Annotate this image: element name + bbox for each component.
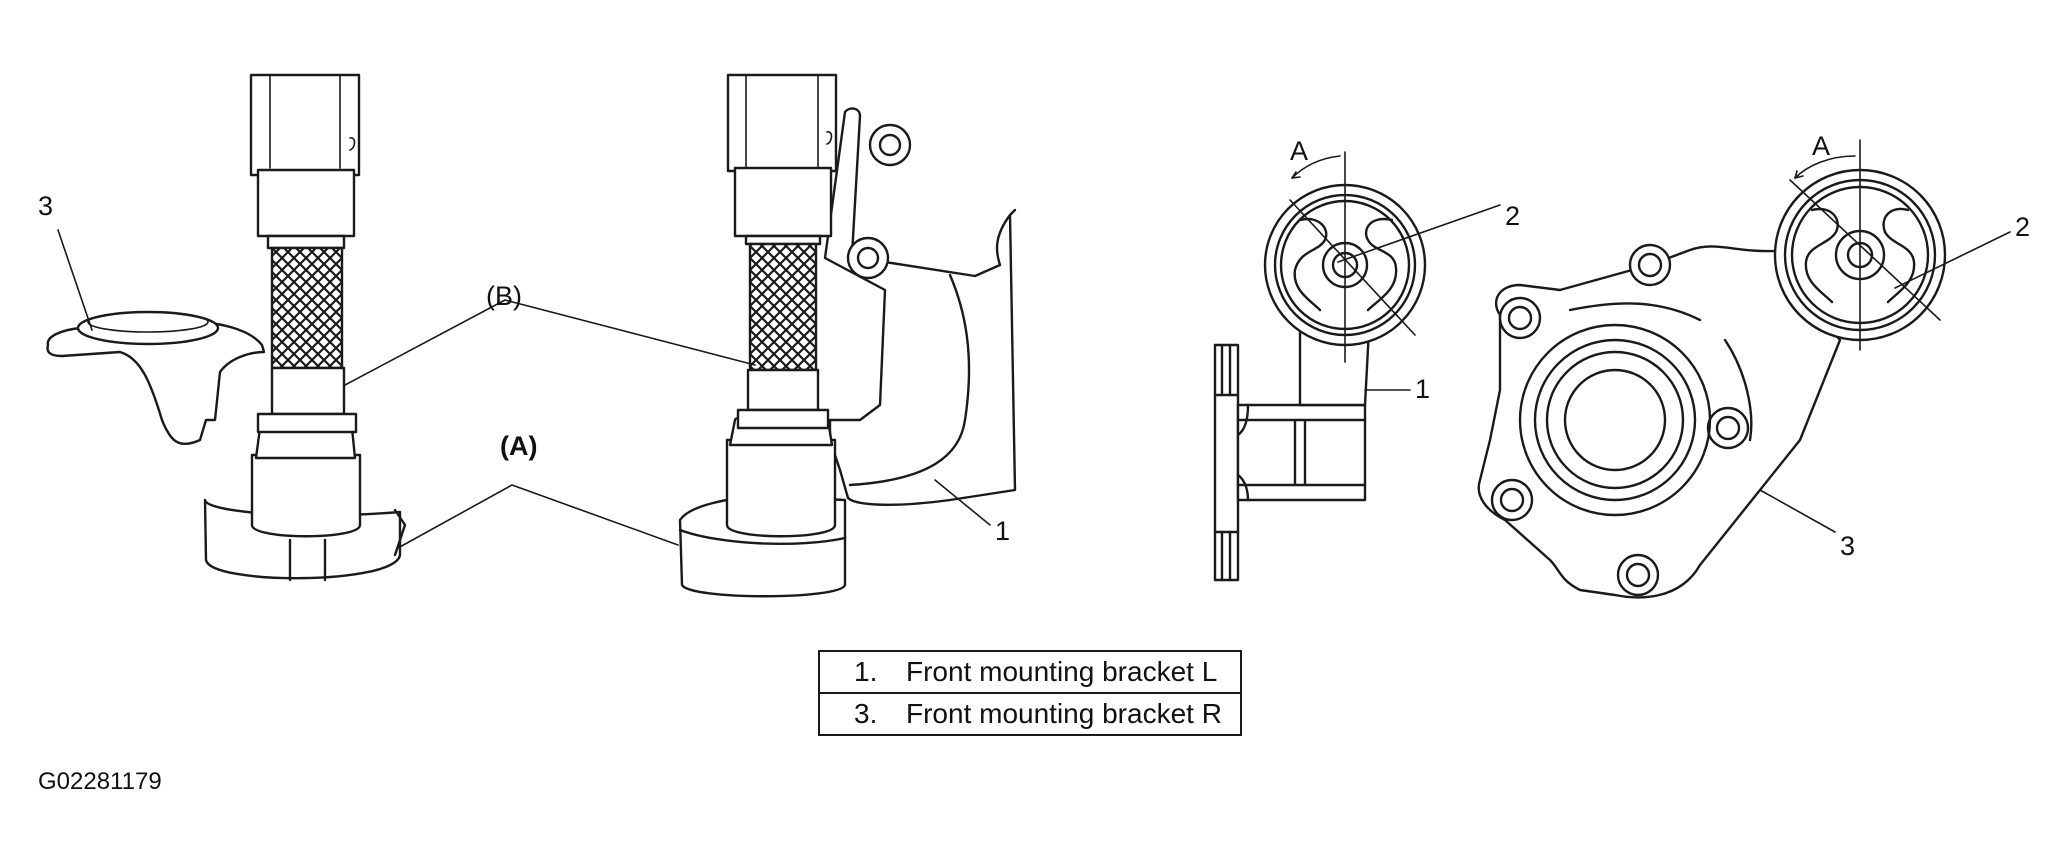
legend-text: Front mounting bracket R xyxy=(906,698,1222,729)
callout-item-2-left: 2 xyxy=(1505,201,1520,231)
bracket-l-top-view xyxy=(1213,151,1501,582)
knurled-adapter-center xyxy=(748,242,818,372)
press-ram-center xyxy=(726,73,838,173)
callout-left-3: 3 xyxy=(38,191,53,221)
bracket-r-center-boss xyxy=(1518,323,1712,517)
legend-row: 1. Front mounting bracket L xyxy=(818,650,1242,694)
legend-cell: 3. Front mounting bracket R xyxy=(818,692,1242,736)
legend-text: Front mounting bracket L xyxy=(906,656,1218,687)
callout-tool-b: (B) xyxy=(486,281,522,311)
callout-angle-a-right: A xyxy=(1812,131,1830,161)
callout-item-1-right: 1 xyxy=(1415,374,1430,404)
legend-cell: 1. Front mounting bracket L xyxy=(818,650,1242,694)
knurled-adapter-left xyxy=(270,246,344,370)
legend-row: 3. Front mounting bracket R xyxy=(818,692,1242,736)
callout-tool-a: (A) xyxy=(500,431,537,461)
callout-center-1: 1 xyxy=(995,516,1010,546)
callout-item-3-right: 3 xyxy=(1840,531,1855,561)
legend-number: 1. xyxy=(854,656,878,687)
legend-table: 1. Front mounting bracket L 3. Front mount… xyxy=(818,650,1242,736)
callout-angle-a-left: A xyxy=(1290,136,1308,166)
center-press-assembly xyxy=(678,73,1017,598)
legend-number: 3. xyxy=(854,698,878,729)
press-ram-left xyxy=(249,73,361,177)
bracket-r-plate xyxy=(1477,245,1842,599)
bracket-r-top-view xyxy=(1477,139,2011,599)
bracket-l-body-side xyxy=(823,107,1017,506)
callout-item-2-right: 2 xyxy=(2015,212,2030,242)
leader-lines-left xyxy=(57,229,991,549)
left-press-assembly xyxy=(46,73,407,582)
figure-id: G02281179 xyxy=(38,768,162,795)
